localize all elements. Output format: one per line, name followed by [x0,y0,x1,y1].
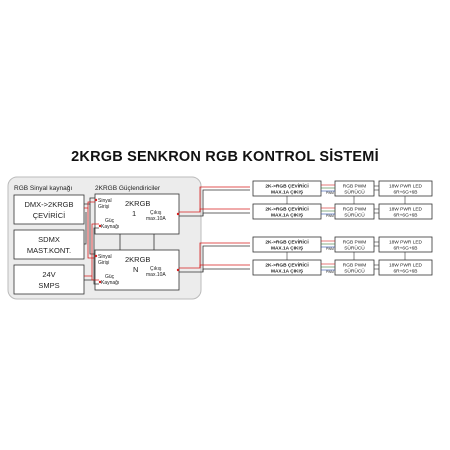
ampn-power-label-2: Kaynağı [101,280,119,286]
chain-row-1: 2K->RGB ÇEVİRİCİ MAX.1A ÇIKIŞ RGB PWM SÜ… [252,180,433,197]
converter-line1: 2K->RGB ÇEVİRİCİ [265,183,309,190]
amp1-signal-label-2: Girişi [98,204,109,210]
amp1-bus-dark [179,189,250,217]
ampn-bus-dark-2 [202,268,250,272]
ampn-out-dot [176,268,180,272]
dmx-signal-wire-red [84,201,95,209]
driver-line1: RGB PWM [343,184,366,190]
driver-box [334,259,375,276]
converter-line1: 2K->RGB ÇEVİRİCİ [265,262,309,269]
chain-row-4: 2K->RGB ÇEVİRİCİ MAX.1A ÇIKIŞ RGB PWM SÜ… [252,259,433,276]
amp1-bus-red [179,186,250,213]
converter-line2: MAX.1A ÇIKIŞ [271,213,304,219]
led-box [378,180,433,197]
converter-line2: MAX.1A ÇIKIŞ [271,190,304,196]
ampn-power-label-1: Güç [105,274,115,280]
pwm-tag: PWM [326,247,334,251]
amp1-power-label-2: Kaynağı [101,224,119,230]
sdmx-wire [84,212,87,245]
sdmx-controller-line1: SDMX [38,235,60,244]
driver-line1: RGB PWM [343,240,366,246]
amplifier-group-label: 2KRGB Güçlendiriciler [95,185,161,192]
amp1-bus-red-2 [199,208,250,212]
amp1-power-in-dot [98,224,102,228]
converter-line1: 2K->RGB ÇEVİRİCİ [265,239,309,246]
driver-line2: SÜRÜCÜ [344,189,365,196]
driver-line2: SÜRÜCÜ [344,212,365,219]
dmx-signal-wire-dark [84,197,95,205]
pwm-tag: PWM [326,214,334,218]
amp1-out-dot [176,212,180,216]
dmx-converter-line1: DMX->2KRGB [25,200,74,209]
amplifier-connectors [94,198,180,284]
amp1-name: 2KRGB [125,199,150,208]
driver-line1: RGB PWM [343,263,366,269]
output-bus [179,186,250,273]
ampn-signal-label-1: Sinyal [98,254,112,260]
source-group-label: RGB Sinyal kaynağı [14,185,72,192]
smps-line2: SMPS [38,281,59,290]
dmx-signal-wire-n-red [87,208,95,259]
sdmx-controller-box [13,229,85,260]
pwm-tag: PWM [326,270,334,274]
smps-wire-dark [84,227,99,281]
smps-line1: 24V [42,270,55,279]
amp1-signal-label-1: Sinyal [98,198,112,204]
led-line2: 6R+6G+6B [393,190,417,196]
ampn-signal-label-2: Girişi [98,260,109,266]
source-wiring [84,197,155,285]
driver-line2: SÜRÜCÜ [344,245,365,252]
ampn-power-in-dot [98,280,102,284]
pwm-tag: PWM [326,191,334,195]
sdmx-controller-line2: MAST.KONT. [27,246,71,255]
driver-line2: SÜRÜCÜ [344,268,365,275]
led-line1: 18W PWR LED [389,263,423,269]
amp1-out-label-1: Çıkış [150,210,162,216]
smps-box [13,264,85,295]
chain-row-2: 2K->RGB ÇEVİRİCİ MAX.1A ÇIKIŞ RGB PWM SÜ… [252,203,433,220]
amplifier-n-box [94,249,180,291]
dmx-converter-line2: ÇEVİRİCİ [33,211,66,220]
amp1-index: 1 [132,209,136,218]
led-line2: 6R+6G+6B [393,269,417,275]
amplifier-1-box [94,193,180,235]
amp1-signal-in-dot [94,198,98,202]
converter-line2: MAX.1A ÇIKIŞ [271,246,304,252]
led-box [378,259,433,276]
led-line1: 18W PWR LED [389,207,423,213]
smps-wire-dark-n [93,280,99,285]
led-line1: 18W PWR LED [389,240,423,246]
chain-rows: 2K->RGB ÇEVİRİCİ MAX.1A ÇIKIŞ RGB PWM SÜ… [252,180,433,276]
driver-box [334,180,375,197]
driver-box [334,203,375,220]
dmx-signal-wire-n [89,204,95,255]
amp1-bus-dark-2 [202,212,250,216]
smps-wire-red-n [91,276,99,281]
driver-line1: RGB PWM [343,207,366,213]
ampn-index: N [133,265,138,274]
ampn-bus-red-2 [199,264,250,268]
ampn-out-label-1: Çıkış [150,266,162,272]
ampn-out-label-2: max.10A [146,272,166,278]
ampn-name: 2KRGB [125,255,150,264]
converter-line2: MAX.1A ÇIKIŞ [271,269,304,275]
amp1-power-label-1: Güç [105,218,115,224]
driver-box [334,236,375,253]
led-box [378,236,433,253]
ampn-signal-in-dot [94,254,98,258]
amp1-out-label-2: max.10A [146,216,166,222]
led-line2: 6R+6G+6B [393,213,417,219]
ampn-bus-red [179,242,250,269]
ampn-bus-dark [179,245,250,273]
page-title: 2KRGB SENKRON RGB KONTROL SİSTEMİ [71,149,379,165]
led-line2: 6R+6G+6B [393,246,417,252]
dmx-converter-box [13,194,85,225]
chain-row-3: 2K->RGB ÇEVİRİCİ MAX.1A ÇIKIŞ RGB PWM SÜ… [252,236,433,253]
smps-wire-red [84,223,99,277]
led-box [378,203,433,220]
led-line1: 18W PWR LED [389,184,423,190]
converter-line1: 2K->RGB ÇEVİRİCİ [265,206,309,213]
